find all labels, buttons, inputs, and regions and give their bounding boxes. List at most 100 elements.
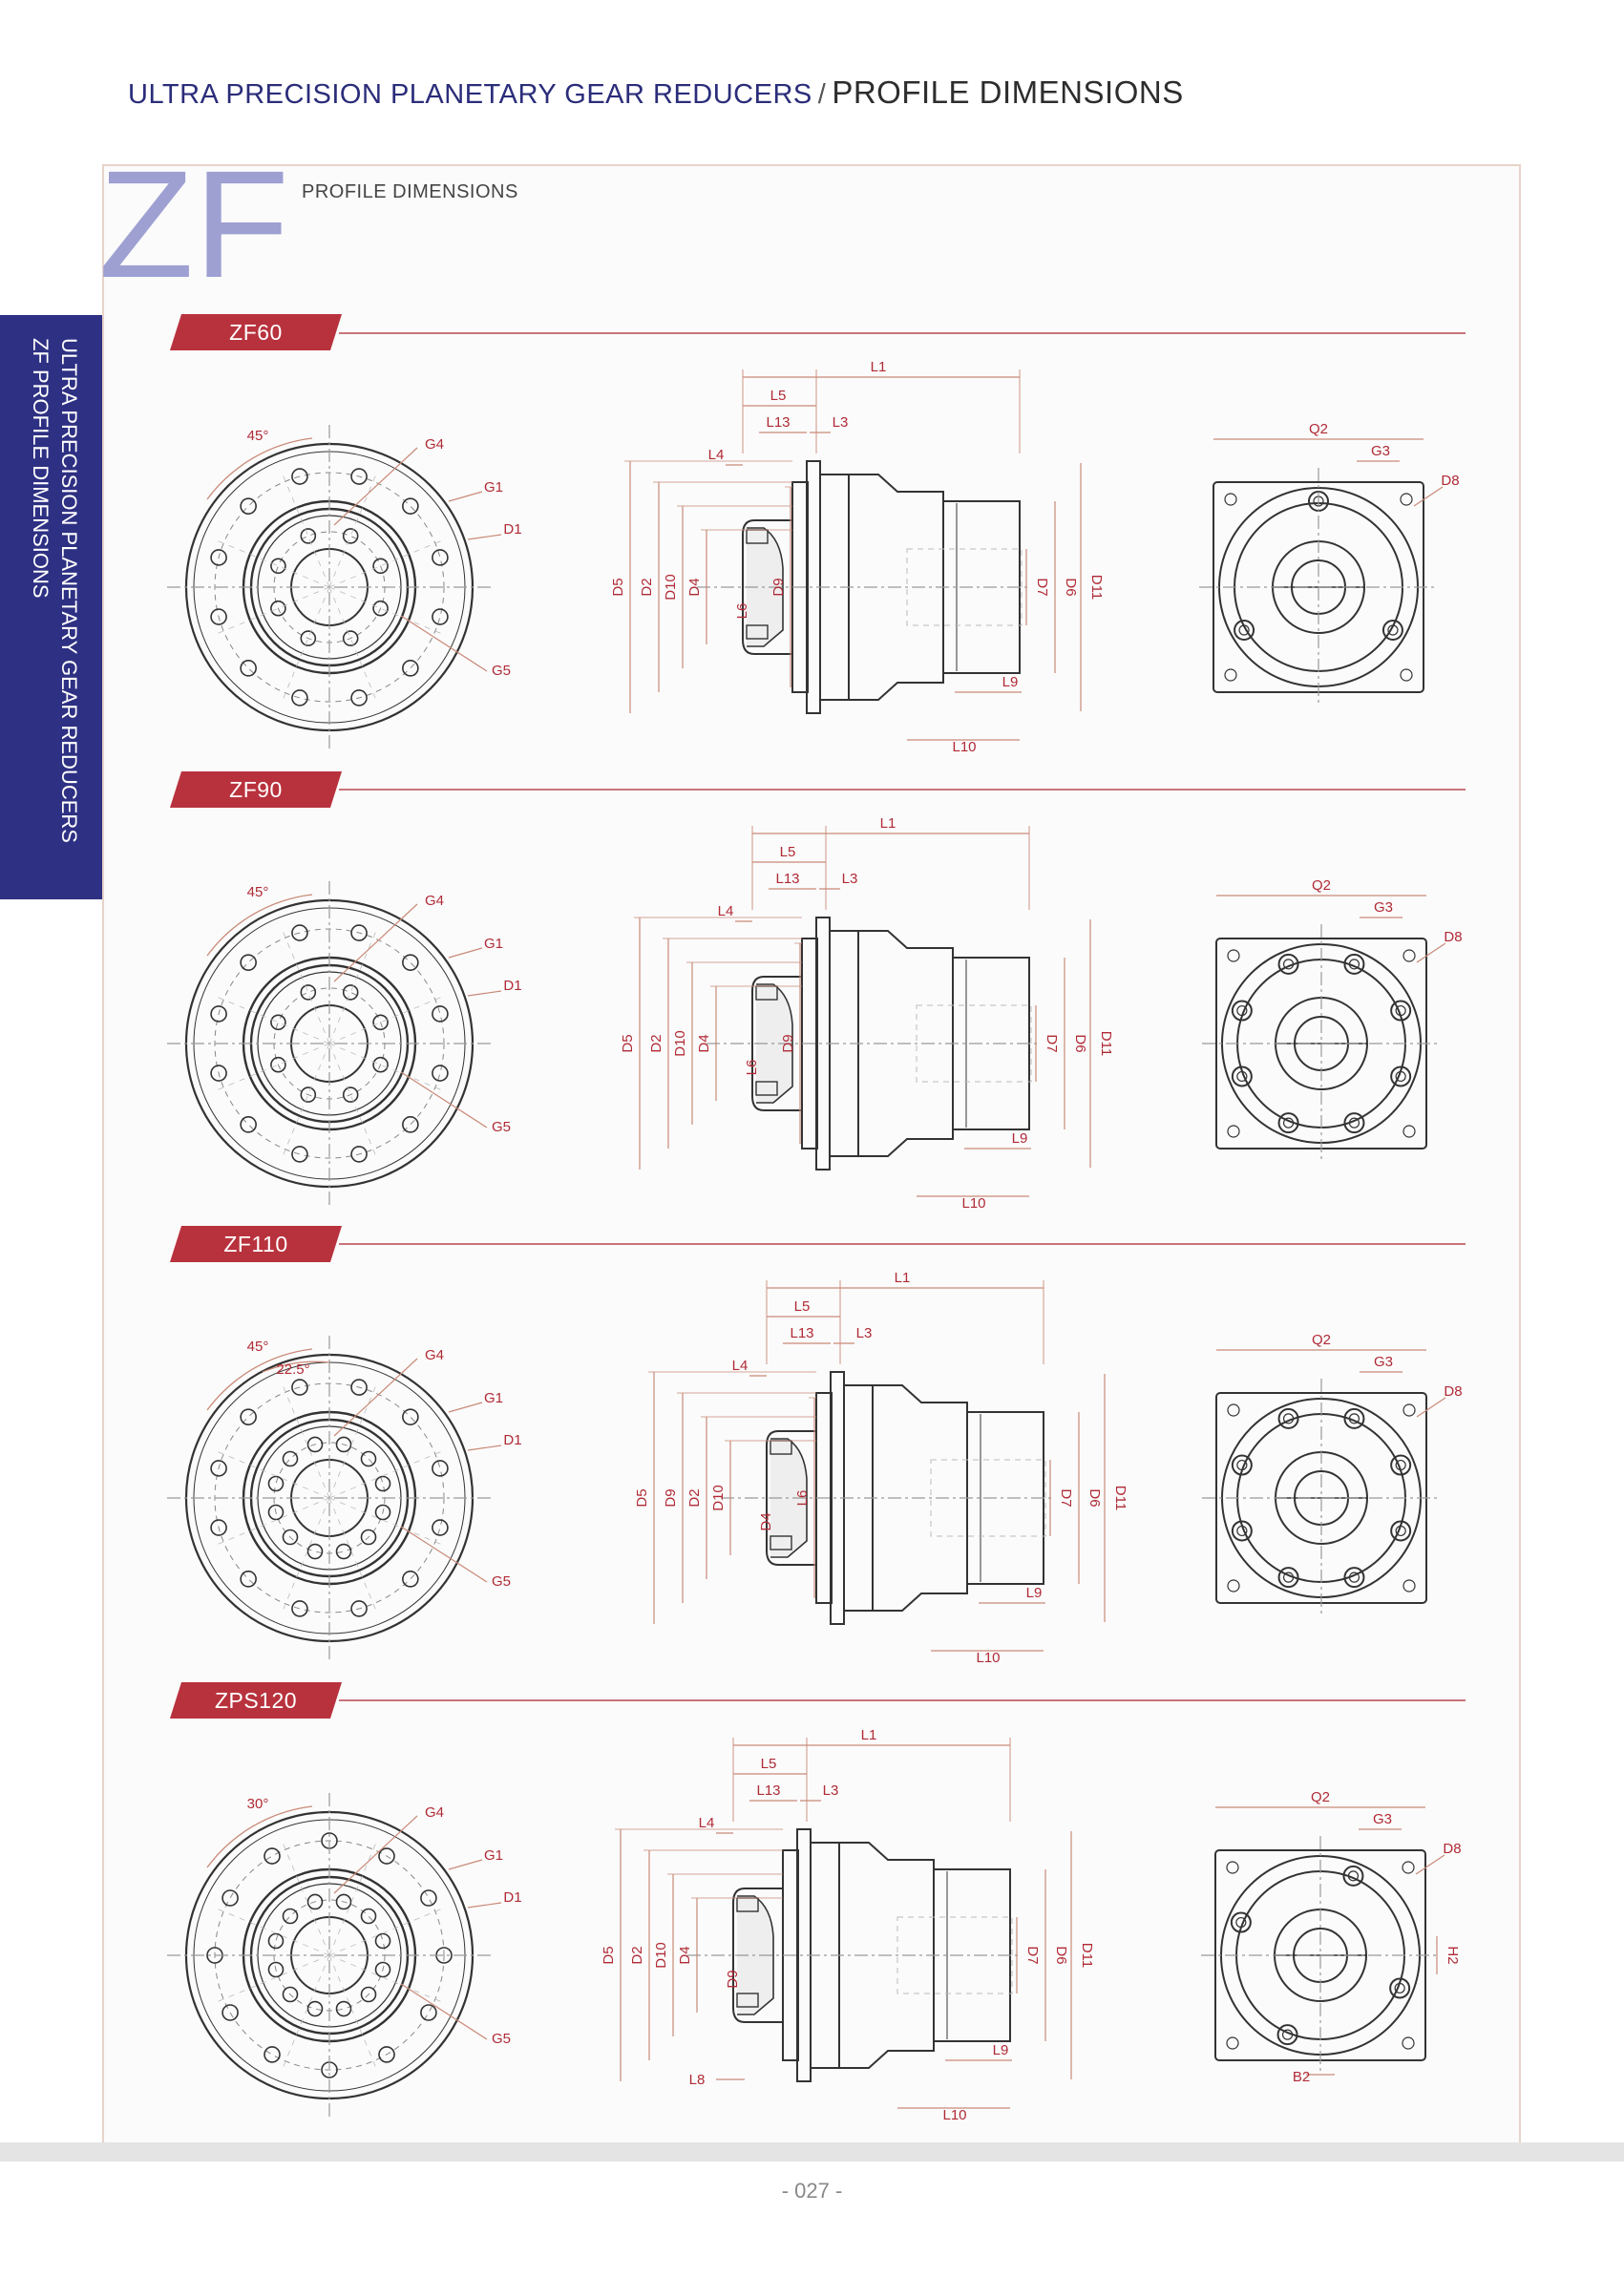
dimension-label: H2 [1445,1946,1461,1964]
dimension-label: D11 [1088,575,1105,600]
dimension-line [328,586,378,703]
zf-logo: ZF [98,160,289,285]
section-rule [339,1243,1466,1245]
mount-screw-head [1236,1525,1248,1537]
bolt-hole [210,1005,227,1023]
mount-screw-head [1282,1413,1295,1424]
mount-screw [1277,1407,1299,1429]
dimension-line [1413,486,1444,507]
bolt-hole [432,1519,449,1536]
output-bolt-hole [282,1908,299,1925]
dimension-line [467,534,502,540]
dimension-label: D8 [1444,1383,1462,1400]
dimension-label: L1 [880,815,896,832]
bolt-hole [291,1379,308,1396]
mount-screw-head [1281,2029,1294,2040]
key-slot [746,624,769,640]
angle-label: 45° [247,428,269,444]
dimension-label: L3 [856,1325,873,1341]
dimension-label: L1 [861,1727,877,1743]
output-cap [766,1430,816,1566]
dimension-line [400,1071,488,1128]
output-bolt-hole [372,558,389,575]
dimension-label: L5 [780,844,796,860]
corner-hole [1226,2036,1239,2050]
dimension-label: G5 [492,1573,511,1590]
dimension-line [328,928,378,1044]
dimension-label: Q2 [1312,1332,1331,1348]
output-bolt-hole [360,1529,377,1546]
mount-screw-head [1236,1004,1248,1017]
dimension-label: D1 [503,1432,521,1448]
corner-hole [1400,668,1413,682]
dimension-label: L10 [961,1195,985,1212]
bolt-hole [291,468,308,485]
mount-screw-head [1395,1459,1406,1471]
section-rule [339,789,1466,791]
dimension-label: D10 [672,1030,688,1057]
bolt-hole [264,1847,281,1865]
bolt-hole [432,1460,449,1477]
output-bolt-hole [372,1056,389,1073]
dimension-label: D9 [780,1034,796,1052]
output-cap [751,976,802,1111]
output-bolt-hole [267,1475,285,1492]
output-bolt-hole [374,1961,391,1978]
mount-screw-head [1348,1117,1360,1128]
dimension-label: L5 [761,1756,777,1772]
dimension-line [214,538,330,588]
output-cap [732,1888,783,2023]
section-header-zf110: ZF110 [170,1226,342,1262]
bolt-hole [402,954,419,971]
corner-hole [1226,1861,1239,1874]
mount-screw [1231,1454,1253,1476]
key-slot [755,1081,778,1096]
output-bolt-hole [270,600,286,617]
bolt-hole [402,497,419,515]
output-bolt-hole [300,630,317,646]
dimension-label: D8 [1443,1841,1461,1857]
bore-hidden [916,1004,1032,1083]
dimension-line [448,491,483,502]
dimension-label: D11 [1098,1031,1114,1056]
dimension-line [467,1445,502,1451]
bolt-hole [420,1889,437,1907]
dimension-line [1415,1854,1445,1875]
corner-hole [1227,949,1240,962]
output-bolt-hole [267,1932,285,1950]
dimension-label: L13 [790,1325,813,1341]
section-rule [339,332,1466,334]
dimension-line [214,1954,330,2004]
dimension-line [281,1954,330,2071]
corner-hole [1402,1861,1415,1874]
dimension-line [281,928,330,1044]
output-bolt-hole [270,1014,286,1031]
dimension-label: L5 [770,388,787,404]
dimension-label: D2 [686,1488,703,1507]
dimension-label: L1 [895,1270,911,1286]
mount-screw-head [1236,1459,1248,1471]
corner-hole [1403,1125,1416,1138]
dimension-label: L9 [1026,1585,1043,1601]
section-title: ZF60 [229,320,283,345]
bolt-hole [432,1065,449,1082]
dimension-label: L6 [794,1490,811,1507]
corner-hole [1227,1403,1240,1417]
dimension-label: D11 [1112,1486,1128,1510]
bolt-hole [210,1460,227,1477]
bolt-hole [210,1065,227,1082]
dimension-line [328,1449,445,1499]
bolt-hole [291,1600,308,1617]
mount-screw [1381,620,1403,641]
dimension-line [214,1449,330,1499]
section-header-zf60: ZF60 [170,314,342,350]
output-bolt-hole [342,630,359,646]
dimension-label: L6 [744,1060,760,1076]
bolt-hole [350,924,368,941]
dimension-line [328,586,445,636]
output-bolt-hole [270,558,286,575]
bolt-hole [350,1146,368,1163]
angle-arc [206,894,313,957]
dimension-line [333,903,418,982]
dimension-line [281,472,330,588]
